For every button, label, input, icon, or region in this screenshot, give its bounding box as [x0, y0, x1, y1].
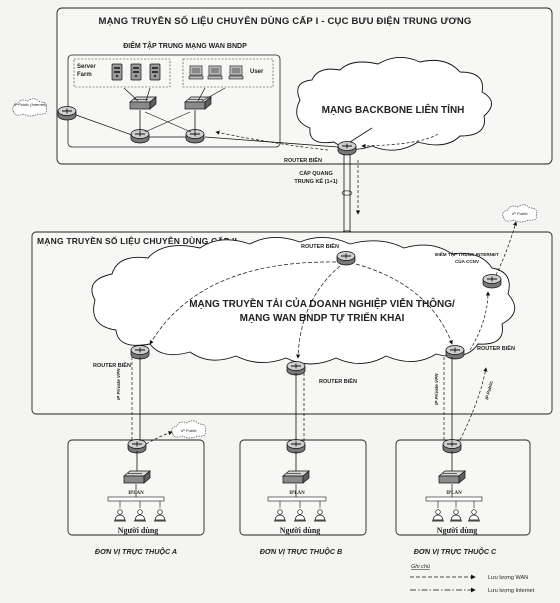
- level2-internet-cloud-label: IP Public: [512, 211, 528, 216]
- edge-router-icon: [336, 251, 356, 266]
- transport-cloud-line2: MẠNG WAN BNDP TỰ TRIỂN KHAI: [240, 311, 405, 324]
- unit-c-lan-label: IPLAN: [446, 491, 462, 496]
- unit-b-lan-bus: [267, 496, 327, 502]
- edge-router-label: ROUTER BIÊN: [284, 156, 322, 164]
- unit-c-name: ĐƠN VỊ TRỰC THUỘC C: [414, 547, 497, 556]
- level2-title: MẠNG TRUYỀN SỐ LIỆU CHUYÊN DÙNG CẤP II: [37, 235, 237, 246]
- switch-icon: [129, 96, 157, 110]
- legend-internet-label: Lưu lượng Internet: [488, 588, 535, 594]
- transport-cloud-line1: MẠNG TRUYỀN TẢI CỦA DOANH NGHIỆP VIỄN TH…: [189, 297, 455, 310]
- unit-b-switch-icon: [282, 470, 310, 484]
- wan-hub-label: ĐIỂM TẬP TRUNG MẠNG WAN BNDP: [123, 41, 247, 50]
- router-c-label: ROUTER BIÊN: [477, 344, 515, 352]
- internet-hub-router-icon: [482, 274, 502, 289]
- unit-b-router-icon: [286, 439, 306, 454]
- server-icon: [149, 63, 161, 81]
- unit-b-users-label: Người dùng: [280, 526, 321, 535]
- backbone-cloud: [296, 57, 492, 151]
- internet-router-icon: [57, 106, 77, 121]
- unit-c-link-label: IP Private VPN: [434, 373, 439, 405]
- pc-icon: [207, 65, 223, 80]
- pc-icon: [188, 65, 204, 80]
- wan-hub-box: [67, 54, 281, 148]
- server-icon: [111, 63, 123, 81]
- router-a-icon: [130, 345, 150, 360]
- svg-text:Farm: Farm: [77, 72, 92, 78]
- unit-c-switch-icon: [438, 470, 466, 484]
- unit-c-lan-bus: [425, 496, 483, 502]
- edge-router-icon: [337, 141, 357, 156]
- unit-a-name: ĐƠN VỊ TRỰC THUỘC A: [95, 547, 177, 556]
- server-farm-label: Server: [77, 64, 96, 70]
- internet-hub-label-line1: ĐIỂM TẬP TRUNG INTERNET: [435, 251, 499, 257]
- router-a-label: ROUTER BIÊN: [93, 361, 131, 369]
- unit-b-name: ĐƠN VỊ TRỰC THUỘC B: [260, 547, 343, 556]
- level2-edge-router-label: ROUTER BIÊN: [301, 242, 339, 250]
- server-farm-group: [73, 58, 171, 88]
- switch-icon: [184, 96, 212, 110]
- unit-a-link-label: IP Private VPN: [116, 368, 121, 400]
- transport-cloud: [91, 237, 516, 365]
- unit-b-box: [239, 439, 367, 536]
- unit-a-users-label: Người dùng: [118, 526, 159, 535]
- unit-a-switch-icon: [123, 470, 151, 484]
- unit-c-box: [395, 439, 531, 536]
- fiber-label: TRUNG KẾ (1+1): [294, 178, 337, 185]
- user-group: [182, 58, 274, 88]
- unit-c-router-icon: [442, 439, 462, 454]
- fiber-label-line1: CÁP QUANG: [299, 170, 333, 177]
- router-b-icon: [286, 361, 306, 376]
- unit-a-internet-cloud-label: IP Public: [181, 428, 197, 433]
- router-c-icon: [445, 345, 465, 360]
- unit-a-router-icon: [127, 439, 147, 454]
- unit-a-lan-bus: [107, 496, 165, 502]
- legend-title: Ghi chú: [411, 564, 430, 570]
- server-icon: [130, 63, 142, 81]
- printer-icon: [228, 65, 244, 80]
- unit-b-lan-label: IPLAN: [289, 491, 305, 496]
- router-b-label: ROUTER BIÊN: [319, 377, 357, 385]
- unit-c-internet-link-label: IP Public: [484, 380, 494, 400]
- level1-title: MẠNG TRUYỀN SỐ LIỆU CHUYÊN DÙNG CẤP I - …: [98, 15, 471, 27]
- internet-hub-label: CỦA CCNV: [455, 258, 480, 264]
- user-label: User: [250, 69, 264, 75]
- backbone-label: MẠNG BACKBONE LIÊN TỈNH: [322, 103, 465, 116]
- internet-cloud-label: IP Public (Internet): [14, 102, 48, 107]
- unit-c-users-label: Người dùng: [437, 526, 478, 535]
- legend-wan-label: Lưu lượng WAN: [488, 575, 528, 581]
